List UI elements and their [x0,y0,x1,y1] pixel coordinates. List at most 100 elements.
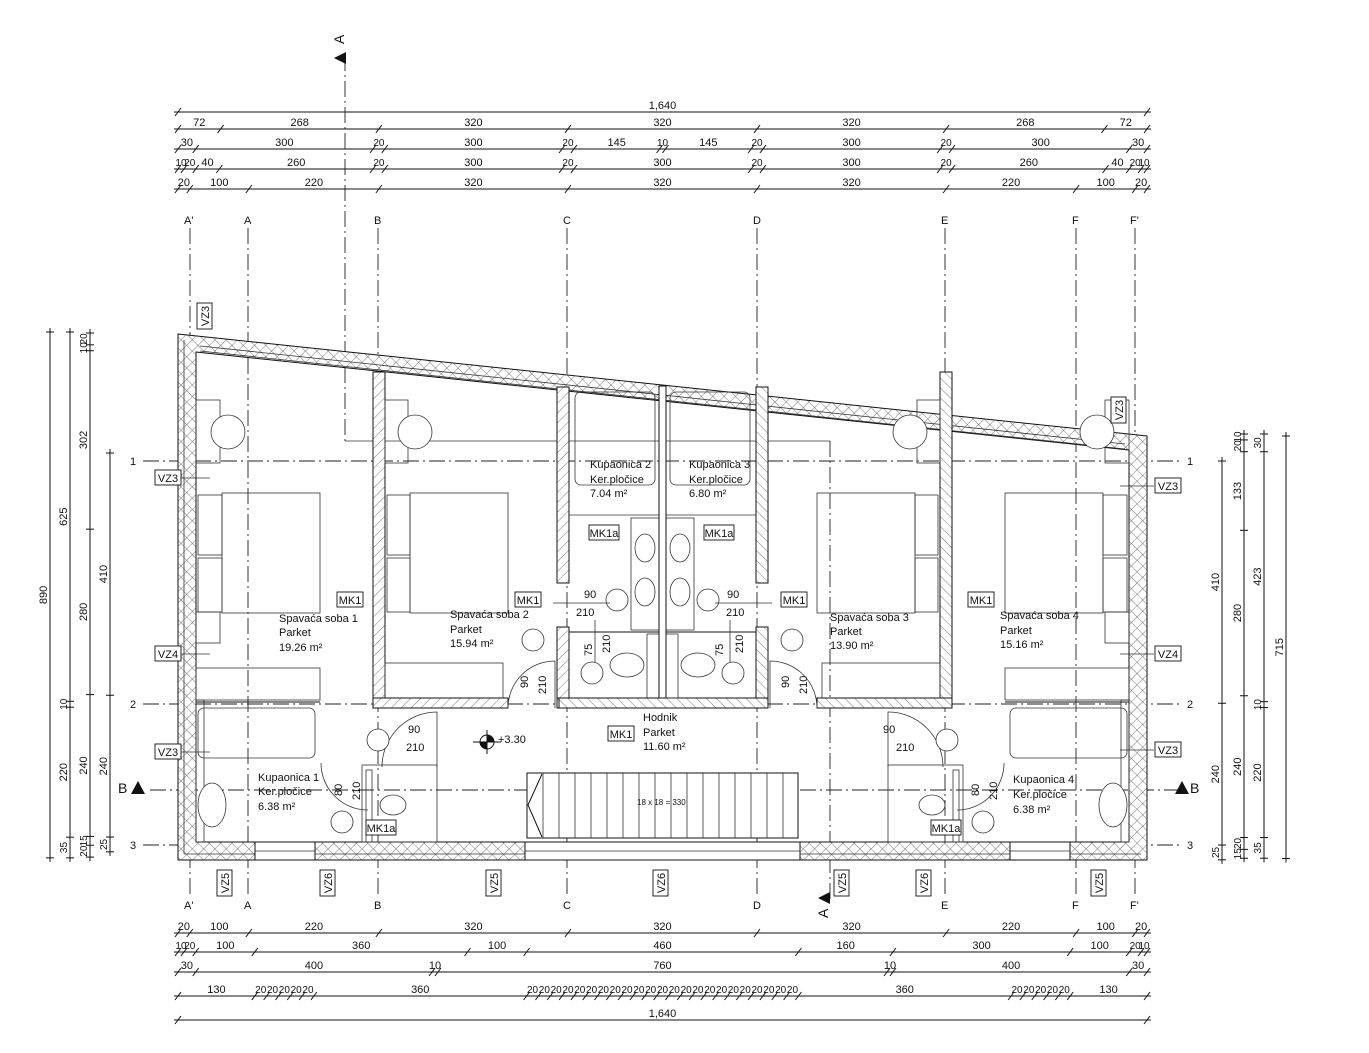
tag-label: VZ4 [1158,649,1178,661]
dimension-value: 20 [692,985,704,996]
axis-label: A [244,215,252,227]
tag-label: VZ6 [323,873,335,893]
dimension-value: 20 [184,158,196,169]
svg-text:Ker.pločice: Ker.pločice [689,474,743,486]
dimension-value: 20 [291,985,303,996]
dimension-value: 20 [1233,837,1244,849]
section-arrow-icon [1175,781,1189,794]
dimension-value: 100 [216,940,234,952]
tag-vz3: VZ3 [154,469,182,486]
dimension-value: 10 [1138,158,1150,169]
dimension-value: 20 [645,985,657,996]
dimension-value: 130 [207,984,225,996]
axis-label: F [1072,900,1079,912]
dimension-value: 30 [1132,137,1144,149]
svg-text:80: 80 [333,784,345,796]
dimension-value: 20 [79,333,90,345]
dimension-value: 320 [464,117,482,129]
interior-right [558,371,1130,843]
dimension-value: 35 [1253,842,1264,854]
svg-text:Ker.pločice: Ker.pločice [258,786,312,798]
dimension-value: 300 [842,157,860,169]
dimension-value: 360 [411,984,429,996]
dimension-value: 320 [464,177,482,189]
tag-vz5: VZ5 [1090,869,1107,897]
axis-labels: A' A B C D E F F' A' A B C D E F F' 1 2 … [130,215,1193,912]
dimension-value: 360 [896,984,914,996]
dimension-value: 100 [210,921,228,933]
svg-text:Parket: Parket [450,624,482,636]
dimension-value: 300 [464,157,482,169]
dimension-value: 320 [653,921,671,933]
dimension-value: 20 [79,845,90,857]
dimension-value: 360 [352,940,370,952]
dimension-value: 160 [836,940,854,952]
tag-label: VZ4 [158,649,178,661]
stair-arrow-icon [527,773,543,838]
dimension-value: 260 [1020,157,1038,169]
tag-label: MK1 [970,595,993,607]
axis-label: 1 [1187,456,1193,468]
svg-text:210: 210 [734,635,746,653]
tag-label: VZ6 [919,873,931,893]
axis-label: E [941,215,948,227]
tag-vz5: VZ5 [833,869,850,897]
tag-label: VZ5 [220,873,232,893]
tag-label: VZ3 [158,473,178,485]
svg-text:Parket: Parket [279,627,311,639]
interior-left [195,371,767,843]
dimension-value: 320 [653,117,671,129]
dimension-row: 1,640 [174,100,1151,117]
tag-vz4: VZ4 [154,645,182,662]
dimension-value: 20 [539,985,551,996]
washbasin-icon [197,782,227,828]
axis-label: F [1072,215,1079,227]
section-label: A [815,908,831,918]
tag-label: MK1a [932,823,962,835]
tag-vz5: VZ5 [216,869,233,897]
basin-icon [397,414,433,450]
dimension-value: 25 [1211,846,1222,858]
dimension-value: 20 [527,985,539,996]
svg-text:90: 90 [883,724,895,736]
axis-label: 2 [130,699,136,711]
tag-label: MK1 [517,595,540,607]
dimension-value: 40 [201,157,213,169]
dimension-value: 10 [1138,941,1150,952]
dimension-value: 300 [1031,137,1049,149]
tag-mk1: MK1 [967,591,995,608]
axis-label: B [374,900,381,912]
tag-vz3: VZ3 [196,302,213,330]
tag-mk1: MK1 [780,591,808,608]
dimension-value: 20 [1130,158,1142,169]
dimension-value: 10 [429,960,441,972]
dimension-value: 20 [787,985,799,996]
dimension-value: 20 [562,158,574,169]
dimension-value: 20 [279,985,291,996]
dimension-value: 30 [1253,437,1264,449]
dimension-value: 760 [653,960,671,972]
axis-label: D [753,215,761,227]
tag-vz3: VZ3 [1154,477,1182,494]
tag-label: VZ3 [200,306,212,326]
dimension-value: 10 [1233,431,1244,443]
toilet-icon [379,794,407,816]
section-arrow-icon [818,892,830,904]
section-label: B [1190,780,1199,796]
dimension-value: 220 [305,921,323,933]
dimension-column: 890 [38,328,54,862]
dimension-value: 10 [657,138,669,149]
dimension-value: 20 [751,985,763,996]
tag-label: VZ3 [1158,745,1178,757]
bed-icon [409,492,509,614]
tag-vz6: VZ6 [652,869,669,897]
tag-vz4: VZ4 [1154,645,1182,662]
